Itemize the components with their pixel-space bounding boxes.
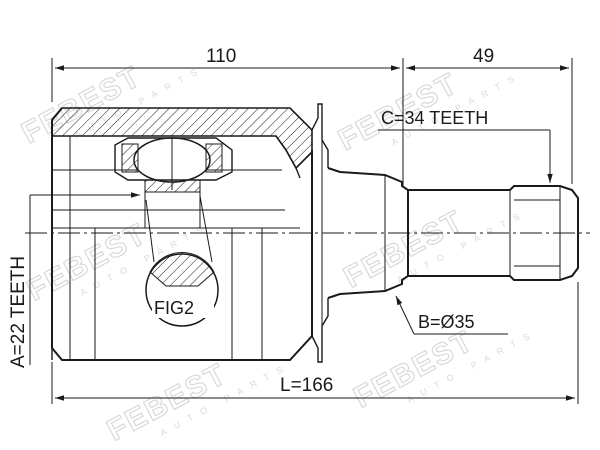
shaft-outline [327, 167, 409, 299]
roller-cage [114, 137, 233, 181]
dimension-166: L=166 [51, 282, 579, 404]
housing-body [51, 107, 313, 361]
roller-bearing [205, 143, 223, 173]
detail-leader [145, 199, 155, 263]
boot-flange [311, 103, 329, 363]
tripod-stem [144, 179, 201, 193]
shaft-diameter-label: B=Ø35 [418, 312, 475, 332]
flange-top [311, 103, 329, 168]
dimension-label: 110 [206, 46, 236, 67]
leader-line [395, 295, 415, 335]
dimension-label: L=166 [280, 375, 333, 396]
dimension-110: 110 [51, 46, 404, 186]
roller-bearing [121, 143, 139, 173]
dimension-label: 49 [473, 46, 494, 67]
annotation-inner-teeth: A=22 TEETH [8, 192, 140, 368]
dimension-49: 49 [406, 46, 573, 184]
detail-label: FIG2 [154, 298, 194, 318]
detail-hatch [149, 251, 215, 287]
housing-hatched-wall [51, 107, 313, 170]
detail-label-bg [152, 296, 214, 318]
inner-teeth-label: A=22 TEETH [8, 256, 29, 368]
annotation-shaft-diameter: B=Ø35 [395, 295, 508, 335]
spline-outline [408, 185, 579, 281]
detail-fig2: FIG2 [145, 195, 219, 327]
detail-leader [199, 195, 213, 263]
flange-bottom [311, 298, 329, 363]
shaft [327, 167, 579, 299]
outer-teeth-label: C=34 TEETH [381, 108, 488, 128]
annotation-outer-teeth: C=34 TEETH [378, 108, 553, 183]
